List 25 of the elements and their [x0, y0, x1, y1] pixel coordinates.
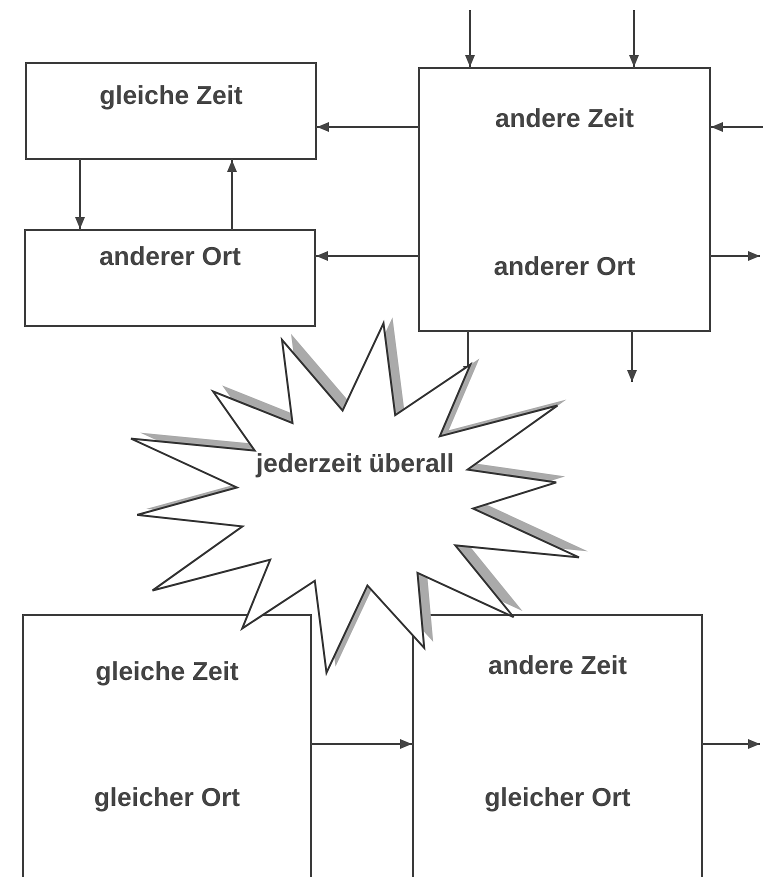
process-box — [25, 62, 317, 160]
arrow — [312, 739, 412, 749]
arrow — [711, 122, 763, 132]
arrow — [703, 739, 760, 749]
node-label: gleiche Zeit — [99, 80, 243, 110]
process-box — [412, 614, 703, 877]
node-label: andere Zeit — [495, 103, 634, 133]
node-label: anderer Ort — [99, 241, 241, 271]
arrow — [629, 10, 639, 67]
arrow — [317, 122, 418, 132]
node-label: andere Zeit — [488, 650, 627, 680]
process-box — [24, 229, 316, 327]
arrow — [627, 332, 637, 382]
process-box — [22, 614, 312, 877]
process-box — [418, 67, 711, 332]
node-label: gleicher Ort — [94, 782, 240, 812]
node-label: jederzeit überall — [256, 448, 454, 478]
node-label: gleiche Zeit — [95, 656, 239, 686]
arrow — [75, 160, 85, 229]
arrow — [711, 251, 760, 261]
node-label: anderer Ort — [494, 251, 636, 281]
arrow — [227, 160, 237, 229]
node-label: gleicher Ort — [484, 782, 630, 812]
arrow — [316, 251, 418, 261]
arrow — [465, 10, 475, 67]
